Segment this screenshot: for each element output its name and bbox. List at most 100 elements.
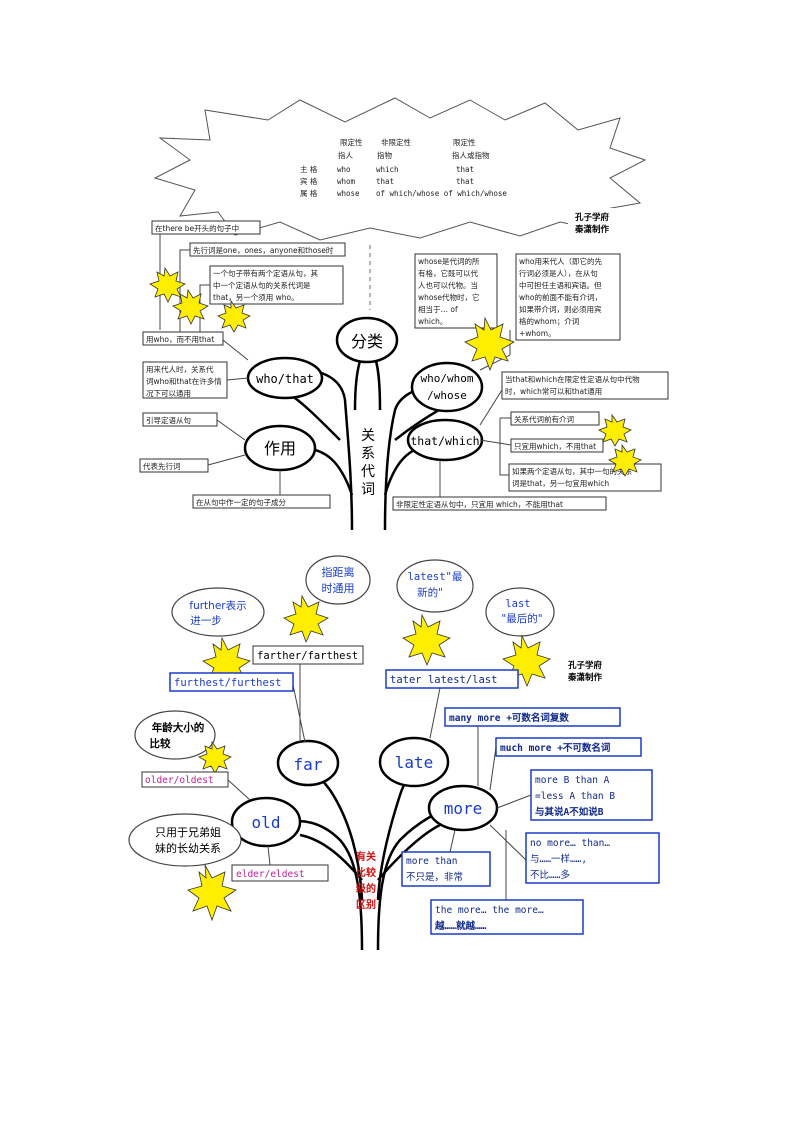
- node-old: [230, 796, 302, 848]
- whom-note-line: 中可担任主语和宾语。但: [519, 280, 602, 290]
- box-much-more-text: much more +不可数名词: [500, 742, 610, 754]
- cloud-text: further表示: [189, 599, 246, 612]
- function-note: 引导定语从句: [146, 415, 191, 425]
- node-function-label: 作用: [264, 439, 296, 458]
- trunk-char: 词: [361, 482, 375, 498]
- box-latest: [385, 669, 519, 689]
- box-more-than-cn-line: 不只是，非常: [406, 871, 463, 883]
- box-farther-text: farther/farthest: [257, 650, 358, 662]
- note-box: [501, 371, 669, 400]
- note-interchange-1: 用来代人时，关系代: [146, 364, 214, 374]
- note-box: [209, 265, 344, 305]
- cloud-text: 妹的长幼关系: [155, 841, 221, 855]
- star-burst-icon: [149, 266, 186, 303]
- trunk-char: 比较: [356, 866, 376, 879]
- table-header-restrictive: 限定性: [340, 137, 363, 147]
- note-interchange-3: 况下可以通用: [146, 388, 191, 398]
- function-note: 在从句中作一定的句子成分: [196, 497, 286, 507]
- whom-note-line: 如果带介词，则必须用宾: [519, 304, 602, 314]
- right-note-line: 如果两个定语从句，其中一句的关系: [512, 466, 632, 476]
- box-furthest: [169, 672, 294, 692]
- whose-note-line: 人也可以代物。当: [418, 280, 478, 290]
- note-box: [142, 412, 218, 427]
- box-elder-text: elder/eldest: [236, 869, 305, 880]
- node-whose-label: /whose: [427, 389, 467, 402]
- table-refers-thing: 指物: [377, 150, 392, 160]
- table-cell: that: [456, 165, 474, 174]
- note-two-clauses-2: 中一个定语从句的关系代词是: [213, 280, 311, 290]
- node-more-label: more: [444, 799, 483, 818]
- node-far: [276, 739, 340, 787]
- star-burst-icon: [172, 288, 209, 325]
- node-classification-label: 分类: [351, 332, 383, 351]
- function-note: 代表先行词: [143, 461, 181, 471]
- table-cell: whom: [337, 177, 356, 186]
- trunk-char: 区别: [356, 898, 376, 911]
- whose-note-line: which。: [418, 317, 447, 326]
- note-box: [142, 331, 224, 346]
- star-burst-icon: [217, 299, 251, 333]
- node-classification: [335, 316, 399, 364]
- trunk-label-relative-pronoun: 关 系 代 词: [361, 428, 375, 498]
- box-the-more: [430, 899, 584, 935]
- table-case-subject: 主 格: [300, 164, 318, 174]
- table-cell: who: [337, 165, 351, 174]
- note-two-clauses-3: that，另一个须用 who。: [213, 293, 299, 302]
- cloud-text: "最后的": [501, 612, 542, 625]
- box-furthest-text: furthest/furthest: [174, 677, 281, 689]
- note-box: [414, 253, 498, 329]
- trunk-char: 有关: [356, 850, 376, 863]
- note-antecedent: 先行词是one，ones，anyone和those时: [193, 245, 334, 255]
- cloud-text: latest"最: [408, 571, 463, 583]
- relative-pronoun-table: 限定性 非限定性 限定性 指人 指物 指人或指物 主 格 who which t…: [300, 137, 507, 198]
- star-burst-icon: [283, 594, 329, 644]
- table-cell: whose: [337, 189, 360, 198]
- right-note-line: 词是that，另一句宜用which: [512, 478, 609, 488]
- box-more-than-cn: [401, 851, 491, 887]
- box-more-than-line: =less A than B: [535, 791, 615, 802]
- whom-note: who用来代人（即它的先 行词必须是人），在从句 中可担任主语和宾语。但 who…: [519, 256, 602, 338]
- note-box: [139, 458, 209, 473]
- box-elder: [231, 864, 329, 882]
- box-more-than: [530, 769, 653, 821]
- box-more-than-line: more B than A: [535, 775, 610, 786]
- cloud-last: last "最后的": [485, 587, 555, 637]
- cloud-text: 进一步: [190, 615, 222, 627]
- trunk-char: 系: [361, 446, 375, 462]
- whom-note-line: 行词必须是人），在从句: [519, 268, 598, 278]
- right-note-line: 关系代词前有介词: [514, 414, 574, 424]
- table-cell: that: [376, 177, 394, 186]
- whom-note-line: who用来代人（即它的先: [519, 256, 602, 266]
- whom-note-line: who的前面不能有介词，: [519, 292, 602, 302]
- node-late: [378, 736, 450, 788]
- box-the-more-line: the more… the more…: [435, 905, 544, 916]
- table-refers-person: 指人: [338, 150, 353, 160]
- cloud-distance: 指距离 时通用: [305, 555, 371, 605]
- whose-note-line: 相当于… of: [418, 304, 458, 314]
- whose-note-line: whose是代词的所: [418, 256, 480, 266]
- star-burst-icon: [598, 413, 632, 447]
- relative-pronoun-tree: 限定性 非限定性 限定性 指人 指物 指人或指物 主 格 who which t…: [139, 97, 669, 531]
- table-cell: of which/whose of which/whose: [376, 189, 507, 198]
- table-cell: which: [376, 165, 399, 174]
- watermark-line: 秦潇制作: [567, 672, 603, 683]
- watermark-bottom: 孔子学府 秦潇制作: [567, 660, 603, 683]
- watermark-line: 孔子学府: [575, 212, 610, 223]
- node-who-whom-label: who/whom: [421, 372, 474, 385]
- trunk-char: 级的: [355, 882, 376, 895]
- cloud-text: 指距离: [322, 565, 355, 579]
- note-box: [151, 220, 261, 235]
- note-box: [515, 253, 621, 341]
- note-use-who: 用who，而不用that: [146, 335, 214, 344]
- box-older-text: older/oldest: [145, 775, 214, 786]
- table-header-nonrestrictive: 非限定性: [381, 137, 411, 147]
- cloud-text: 只用于兄弟姐: [155, 825, 221, 839]
- cloud-text: 时通用: [322, 582, 355, 595]
- table-case-possessive: 属 格: [300, 188, 318, 198]
- star-burst-icon: [608, 443, 642, 477]
- node-who-whom-whose: [410, 361, 484, 413]
- note-box: [192, 494, 331, 509]
- right-note-line: 只宜用which，不用that: [514, 441, 596, 451]
- right-note-line: 时，which常可以和that通用: [505, 386, 602, 396]
